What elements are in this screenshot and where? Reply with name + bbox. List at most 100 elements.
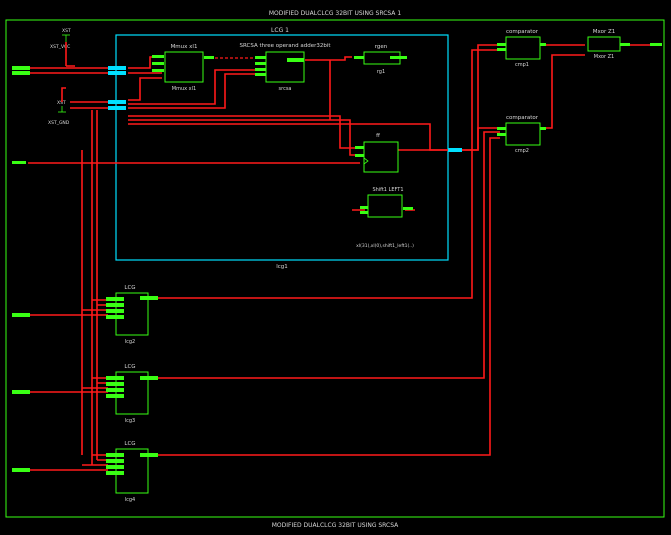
lcg3-instance: lcg3 xyxy=(125,418,136,424)
port-in-clock[interactable] xyxy=(12,161,26,164)
mux-block[interactable]: Mmux xl1 Mmux xl1 xyxy=(152,44,214,92)
port-in-1[interactable] xyxy=(12,66,30,70)
lcg1-port-3[interactable] xyxy=(108,100,126,104)
lcg1-port-out[interactable] xyxy=(448,148,462,152)
lcg3-title: LCG xyxy=(124,364,135,370)
rgen-block[interactable]: rgen rg1 xyxy=(354,44,407,75)
frame-title-top: MODIFIED DUALCLCG 32BIT USING SRCSA 1 xyxy=(269,10,401,17)
adder-instance: srcsa xyxy=(279,86,292,92)
top-level-frame[interactable] xyxy=(5,19,665,518)
lcg2-pin-out xyxy=(140,296,158,300)
adder-pin-4 xyxy=(255,73,266,76)
comparator-1[interactable]: comparator cmp1 xyxy=(497,29,546,68)
shift-title: Shift1 LEFT1 xyxy=(372,187,403,193)
cmp1-pin-b xyxy=(497,48,506,51)
ff-block[interactable]: ff xyxy=(355,133,399,173)
shift-block[interactable]: Shift1 LEFT1 xl(31),xl(0),shift1_left1(.… xyxy=(356,187,414,249)
lcg1-port-1[interactable] xyxy=(108,66,126,70)
lcg3-pin-2 xyxy=(106,382,124,386)
lcg2-title: LCG xyxy=(124,285,135,291)
cmp2-title: comparator xyxy=(506,115,539,121)
xor-pin-out xyxy=(620,43,630,46)
lcg3-pin-out xyxy=(140,376,158,380)
shift-pin-2 xyxy=(360,211,368,214)
net-adder-out xyxy=(305,56,352,120)
lcg4-title: LCG xyxy=(124,441,135,447)
net-loop-1 xyxy=(128,115,362,149)
lcg4-instance: lcg4 xyxy=(125,497,136,503)
mux-title: Mmux xl1 xyxy=(171,44,198,50)
cmp1-instance: cmp1 xyxy=(515,62,529,68)
lcg3-body xyxy=(115,371,149,415)
rgen-instance: rg1 xyxy=(377,69,385,75)
rgen-title: rgen xyxy=(375,44,388,50)
lcg2-pin-3 xyxy=(106,309,124,313)
ff-pin-d xyxy=(355,146,364,149)
adder-block[interactable]: SRCSA three operand adder32bit srcsa xyxy=(239,43,331,92)
net-gnd xyxy=(61,87,66,102)
mux-instance: Mmux xl1 xyxy=(172,86,196,92)
lcg3-pin-1 xyxy=(106,376,124,380)
cmp2-pin-out xyxy=(540,127,546,130)
cmp1-pin-out xyxy=(540,43,546,46)
vcc-label: XST_VCC xyxy=(50,44,70,50)
lcg2-instance: lcg2 xyxy=(125,339,136,345)
adder-pin-out xyxy=(287,58,304,62)
net-lcg1-out-b xyxy=(462,127,500,151)
lcg4-pin-out xyxy=(140,453,158,457)
lcg3-pin-3 xyxy=(106,388,124,392)
net-adder-in-3 xyxy=(128,73,255,109)
lcg4-pin-1 xyxy=(106,453,124,457)
adder-title: SRCSA three operand adder32bit xyxy=(239,43,331,49)
cmp1-title: comparator xyxy=(506,29,539,35)
lcg2-block[interactable]: LCG lcg2 xyxy=(106,285,158,345)
gnd-top-label: XST xyxy=(57,100,66,106)
net-lcg3-out xyxy=(158,131,500,379)
mux-body xyxy=(164,51,204,83)
mux-pin-1 xyxy=(152,55,164,58)
lcg1-port-4[interactable] xyxy=(108,106,126,110)
port-in-lcg4[interactable] xyxy=(12,468,30,472)
shift-pin-out xyxy=(403,207,413,210)
vcc-symbol[interactable]: XST XST_VCC xyxy=(50,28,71,50)
lcg1-port-2[interactable] xyxy=(108,71,126,75)
lcg1-instance: lcg1 xyxy=(276,264,288,270)
lcg3-block[interactable]: LCG lcg3 xyxy=(106,364,158,424)
shift-pin-1 xyxy=(360,206,368,209)
gnd-label: XST_GND xyxy=(48,120,70,126)
port-in-lcg3[interactable] xyxy=(12,390,30,394)
comparator-2[interactable]: comparator cmp2 xyxy=(497,115,546,154)
gnd-symbol[interactable]: XST XST_GND xyxy=(48,100,70,126)
adder-body xyxy=(265,51,305,83)
adder-pin-3 xyxy=(255,68,266,71)
lcg2-pin-4 xyxy=(106,315,124,319)
lcg4-pin-3 xyxy=(106,465,124,469)
lcg2-body xyxy=(115,292,149,336)
port-in-lcg2[interactable] xyxy=(12,313,30,317)
ff-title: ff xyxy=(376,133,380,139)
lcg4-block[interactable]: LCG lcg4 xyxy=(106,441,158,503)
cmp1-pin-a xyxy=(497,43,506,46)
xor-block[interactable]: Mxor Z1 Mxor Z1 xyxy=(587,29,630,60)
rgen-pin-out xyxy=(390,56,407,59)
lcg2-pin-1 xyxy=(106,297,124,301)
port-in-2[interactable] xyxy=(12,71,30,75)
net-vcc xyxy=(65,42,75,67)
xor-instance: Mxor Z1 xyxy=(594,54,614,60)
cmp2-pin-b xyxy=(497,133,506,136)
lcg1-title: LCG 1 xyxy=(271,27,289,34)
rgen-pin-in xyxy=(354,56,364,59)
cmp2-instance: cmp2 xyxy=(515,148,529,154)
lcg1-selected-block[interactable] xyxy=(115,34,449,261)
port-out-z[interactable] xyxy=(650,43,662,46)
input-ports xyxy=(12,66,30,472)
lcg1-ports xyxy=(108,66,462,152)
adder-pin-2 xyxy=(255,62,266,65)
lcg2-pin-2 xyxy=(106,303,124,307)
mux-pin-out xyxy=(204,56,214,59)
net-adder-in-2 xyxy=(128,69,255,105)
cmp2-pin-a xyxy=(497,127,506,130)
frame-title-bottom: MODIFIED DUALCLCG 32BIT USING SRCSA xyxy=(272,522,399,529)
